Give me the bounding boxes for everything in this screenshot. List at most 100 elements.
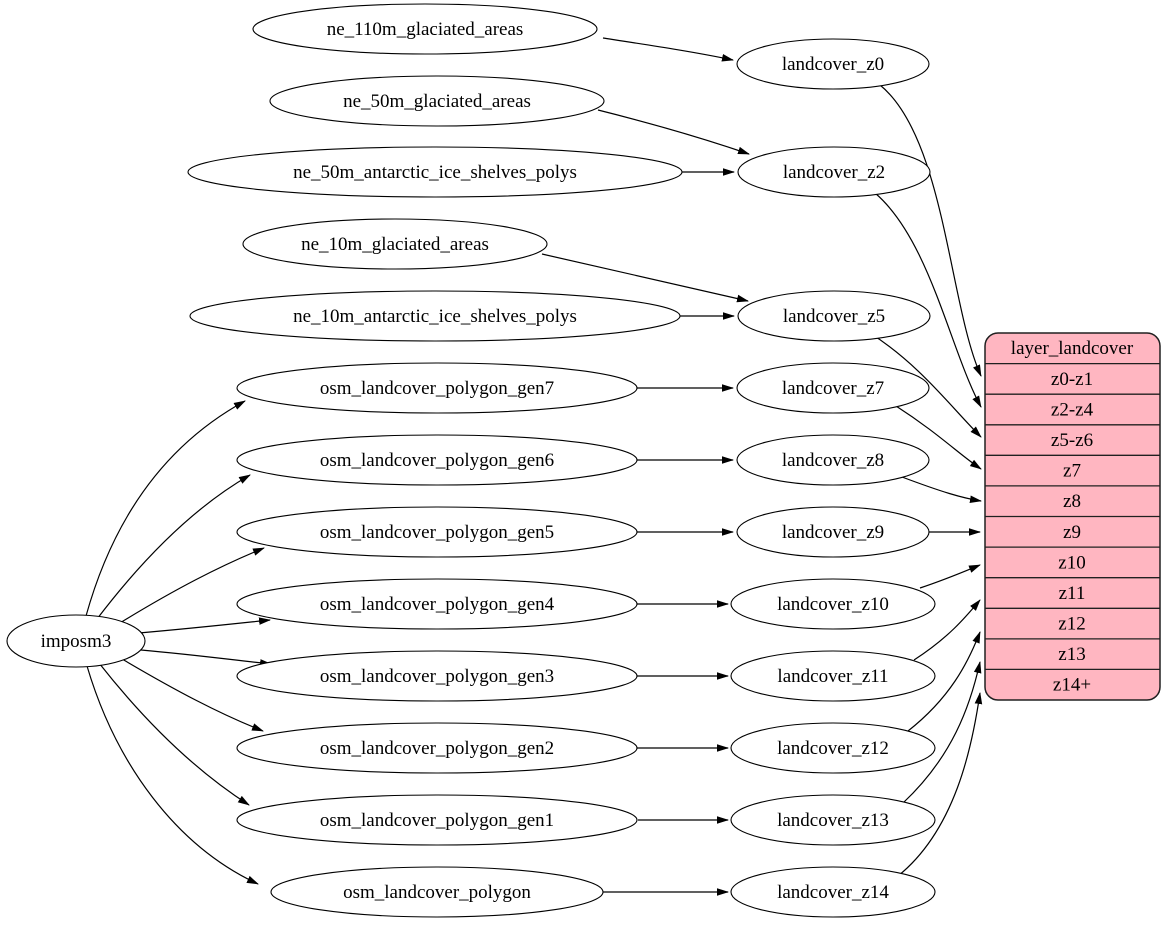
- node-ne_110m_glaciated_areas-label: ne_110m_glaciated_areas: [327, 19, 524, 40]
- node-ne_110m_glaciated_areas-shape: [252, 3, 598, 55]
- node-osm_landcover_polygon_gen2-label: osm_landcover_polygon_gen2: [320, 738, 554, 759]
- node-landcover_z11: landcover_z11: [730, 650, 936, 702]
- node-landcover_z0-shape: [736, 38, 930, 90]
- layer_landcover-row-z0-z1: z0-z1: [1051, 369, 1093, 390]
- node-landcover_z14: landcover_z14: [730, 866, 936, 918]
- edge-landcover_z14-to-row-z14plus: [897, 692, 983, 877]
- node-landcover_z13-shape: [730, 794, 936, 846]
- node-landcover_z8-label: landcover_z8: [782, 450, 884, 471]
- node-ne_50m_antarctic_ice_shelves_polys-shape: [187, 146, 683, 198]
- node-landcover_z2: landcover_z2: [737, 146, 931, 198]
- edge-landcover_z7-to-row-z7: [895, 405, 982, 470]
- layer_landcover-row-z10: z10: [1058, 552, 1085, 573]
- layer_landcover-row-z11: z11: [1059, 583, 1086, 604]
- node-osm_landcover_polygon_gen4-label: osm_landcover_polygon_gen4: [320, 594, 555, 615]
- node-landcover_z10-label: landcover_z10: [777, 594, 889, 615]
- node-landcover_z10: landcover_z10: [730, 578, 936, 630]
- node-layer_landcover: layer_landcover z0-z1 z2-z4 z5-z6 z7 z8 …: [984, 332, 1161, 701]
- node-ne_50m_glaciated_areas-label: ne_50m_glaciated_areas: [343, 91, 531, 112]
- node-landcover_z12-shape: [730, 722, 936, 774]
- node-osm_landcover_polygon_gen1-label: osm_landcover_polygon_gen1: [320, 810, 554, 831]
- node-imposm3-label: imposm3: [41, 631, 112, 652]
- node-ne_10m_antarctic_ice_shelves_polys-label: ne_10m_antarctic_ice_shelves_polys: [293, 306, 577, 327]
- node-landcover_z2-shape: [737, 146, 931, 198]
- node-landcover_z14-shape: [730, 866, 936, 918]
- edge-landcover_z13-to-row-z13: [902, 661, 982, 804]
- layer_landcover-row-z14plus: z14+: [1053, 675, 1091, 696]
- node-landcover_z11-label: landcover_z11: [777, 666, 888, 687]
- edge-imposm3-to-osm_landcover_polygon_gen5: [114, 547, 265, 627]
- edge-imposm3-to-osm_landcover_polygon: [86, 665, 259, 885]
- node-landcover_z8: landcover_z8: [736, 434, 930, 486]
- node-osm_landcover_polygon_gen6-label: osm_landcover_polygon_gen6: [320, 450, 554, 471]
- layer_landcover-row-z8: z8: [1063, 491, 1081, 512]
- edge-imposm3-to-osm_landcover_polygon_gen7: [85, 400, 246, 617]
- node-ne_50m_glaciated_areas: ne_50m_glaciated_areas: [269, 75, 605, 127]
- layer_landcover-row-z5-z6: z5-z6: [1051, 430, 1093, 451]
- node-imposm3: imposm3: [6, 614, 146, 668]
- node-osm_landcover_polygon: osm_landcover_polygon: [270, 866, 604, 918]
- node-landcover_z13-label: landcover_z13: [777, 810, 889, 831]
- edge-imposm3-to-osm_landcover_polygon_gen6: [96, 474, 251, 620]
- edge-landcover_z11-to-row-z11: [913, 599, 981, 661]
- node-osm_landcover_polygon_gen1-shape: [236, 794, 638, 846]
- node-osm_landcover_polygon_gen2: osm_landcover_polygon_gen2: [236, 722, 638, 774]
- node-landcover_z13: landcover_z13: [730, 794, 936, 846]
- node-ne_50m_antarctic_ice_shelves_polys: ne_50m_antarctic_ice_shelves_polys: [187, 146, 683, 198]
- node-osm_landcover_polygon_gen3: osm_landcover_polygon_gen3: [236, 650, 638, 702]
- node-ne_110m_glaciated_areas: ne_110m_glaciated_areas: [252, 3, 598, 55]
- edge-landcover_z5-to-row-z5-z6: [869, 332, 982, 438]
- node-imposm3-shape: [6, 614, 146, 668]
- node-ne_10m_glaciated_areas-shape: [242, 218, 548, 270]
- node-landcover_z12: landcover_z12: [730, 722, 936, 774]
- node-landcover_z12-label: landcover_z12: [777, 738, 889, 759]
- edge-landcover_z8-to-row-z8: [901, 476, 982, 504]
- edge-ne_110m_glaciated_areas-to-landcover_z0: [602, 37, 734, 62]
- node-landcover_z9-label: landcover_z9: [782, 522, 884, 543]
- edge-imposm3-to-osm_landcover_polygon_gen4: [138, 617, 271, 634]
- node-landcover_z5: landcover_z5: [737, 290, 931, 342]
- edge-imposm3-to-osm_landcover_polygon_gen1: [98, 662, 250, 806]
- node-osm_landcover_polygon_gen6-shape: [236, 434, 638, 486]
- node-osm_landcover_polygon_gen7: osm_landcover_polygon_gen7: [236, 362, 638, 414]
- layer_landcover-row-z12: z12: [1058, 614, 1085, 635]
- node-landcover_z10-shape: [730, 578, 936, 630]
- node-osm_landcover_polygon_gen1: osm_landcover_polygon_gen1: [236, 794, 638, 846]
- node-osm_landcover_polygon_gen3-label: osm_landcover_polygon_gen3: [320, 666, 554, 687]
- node-osm_landcover_polygon-shape: [270, 866, 604, 918]
- edge-ne_10m_glaciated_areas-to-landcover_z5: [541, 253, 749, 303]
- node-osm_landcover_polygon_gen4: osm_landcover_polygon_gen4: [236, 578, 638, 630]
- node-landcover_z11-shape: [730, 650, 936, 702]
- node-osm_landcover_polygon_gen2-shape: [236, 722, 638, 774]
- node-ne_10m_antarctic_ice_shelves_polys: ne_10m_antarctic_ice_shelves_polys: [189, 290, 681, 342]
- edge-imposm3-to-osm_landcover_polygon_gen2: [116, 655, 264, 732]
- node-landcover_z8-shape: [736, 434, 930, 486]
- layer_landcover-row-z2-z4: z2-z4: [1051, 400, 1094, 421]
- node-ne_50m_glaciated_areas-shape: [269, 75, 605, 127]
- layer_landcover-row-z13: z13: [1058, 644, 1085, 665]
- edge-imposm3-to-osm_landcover_polygon_gen3: [140, 649, 272, 667]
- node-osm_landcover_polygon-label: osm_landcover_polygon: [343, 882, 531, 903]
- node-landcover_z5-shape: [737, 290, 931, 342]
- node-landcover_z7-shape: [736, 362, 930, 414]
- node-osm_landcover_polygon_gen7-label: osm_landcover_polygon_gen7: [320, 378, 554, 399]
- node-landcover_z2-label: landcover_z2: [783, 162, 885, 183]
- node-ne_10m_glaciated_areas: ne_10m_glaciated_areas: [242, 218, 548, 270]
- node-ne_10m_antarctic_ice_shelves_polys-shape: [189, 290, 681, 342]
- node-osm_landcover_polygon_gen3-shape: [236, 650, 638, 702]
- edge-landcover_z10-to-row-z10: [919, 564, 981, 589]
- node-ne_10m_glaciated_areas-label: ne_10m_glaciated_areas: [301, 234, 489, 255]
- edge-landcover_z0-to-row-z0-z1: [879, 84, 982, 377]
- node-landcover_z0-label: landcover_z0: [782, 54, 884, 75]
- node-landcover_z7: landcover_z7: [736, 362, 930, 414]
- node-osm_landcover_polygon_gen5: osm_landcover_polygon_gen5: [236, 506, 638, 558]
- node-landcover_z0: landcover_z0: [736, 38, 930, 90]
- edge-layer: [85, 37, 983, 896]
- edge-ne_50m_glaciated_areas-to-landcover_z2: [597, 109, 750, 155]
- node-osm_landcover_polygon_gen6: osm_landcover_polygon_gen6: [236, 434, 638, 486]
- edge-landcover_z12-to-row-z12: [907, 631, 981, 732]
- node-landcover_z7-label: landcover_z7: [782, 378, 884, 399]
- node-osm_landcover_polygon_gen5-shape: [236, 506, 638, 558]
